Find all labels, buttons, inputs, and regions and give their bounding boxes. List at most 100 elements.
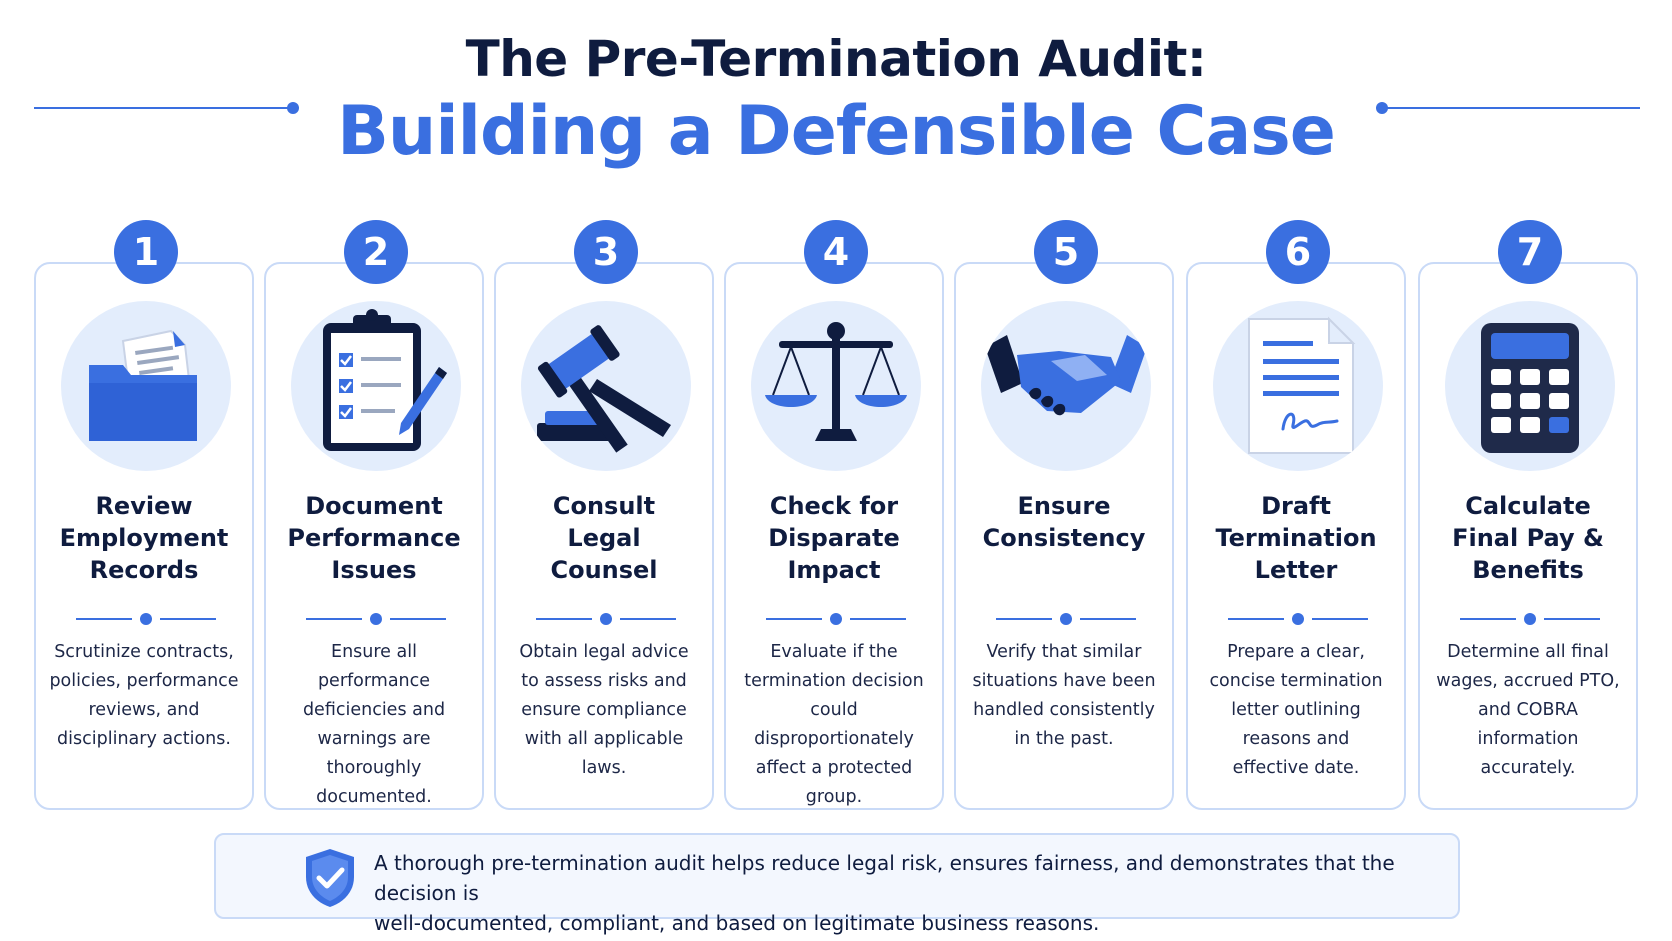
shield-check-icon	[306, 849, 354, 907]
step-title-line: Benefits	[1472, 556, 1584, 584]
step-divider	[1460, 613, 1600, 625]
step-title-line: Consult	[552, 492, 656, 520]
step-number-badge: 3	[574, 220, 638, 284]
step-description: Evaluate if the termination decision could…	[734, 638, 934, 812]
step-title-line: Counsel	[550, 556, 658, 584]
step-title-line: Calculate	[1465, 492, 1591, 520]
step-description-line: accurately.	[1480, 758, 1576, 778]
step-description-line: group.	[805, 787, 863, 807]
summary-text: A thorough pre-termination audit helps r…	[374, 848, 1434, 938]
step-description-line: warnings are	[317, 729, 431, 749]
step-description-line: laws.	[581, 758, 627, 778]
step-description-line: Determine all final	[1447, 642, 1609, 662]
summary-text-line: well-documented, compliant, and based on…	[374, 911, 1100, 935]
header-rule-right-dot	[1376, 102, 1388, 114]
step-number-badge: 7	[1498, 220, 1562, 284]
step-description-line: situations have been	[972, 671, 1156, 691]
step-description-line: in the past.	[1014, 729, 1114, 749]
scales-of-justice-icon	[751, 301, 921, 471]
page-title: The Pre-Termination Audit:	[465, 30, 1207, 88]
step-title-line: Employment	[59, 524, 229, 552]
step-description-line: affect a protected	[755, 758, 913, 778]
step-description-line: wages, accrued PTO,	[1436, 671, 1620, 691]
step-title-line: Draft	[1261, 492, 1331, 520]
step-description-line: letter outlining	[1231, 700, 1361, 720]
summary-text-line: A thorough pre-termination audit helps r…	[374, 851, 1395, 905]
calculator-icon	[1445, 301, 1615, 471]
step-number-badge: 2	[344, 220, 408, 284]
step-description: Prepare a clear, concise termination lette…	[1196, 638, 1396, 783]
step-description-line: documented.	[316, 787, 432, 807]
step-title-line: Ensure	[1017, 492, 1111, 520]
step-description-line: information	[1477, 729, 1579, 749]
step-description-line: to assess risks and	[521, 671, 687, 691]
step-title-line: Performance	[287, 524, 461, 552]
step-description-line: handled consistently	[973, 700, 1155, 720]
step-description-line: policies, performance	[49, 671, 239, 691]
step-divider	[536, 613, 676, 625]
step-description-line: Evaluate if the	[770, 642, 898, 662]
step-title-line: Document	[305, 492, 443, 520]
step-description-line: Obtain legal advice	[519, 642, 689, 662]
step-title-line: Letter	[1254, 556, 1338, 584]
gavel-icon	[521, 301, 691, 471]
step-description-line: reviews, and	[88, 700, 200, 720]
step-title-line: Legal	[567, 524, 641, 552]
step-divider	[1228, 613, 1368, 625]
signed-letter-icon	[1213, 301, 1383, 471]
step-title-line: Issues	[331, 556, 417, 584]
step-title-line: Impact	[787, 556, 881, 584]
handshake-icon	[981, 301, 1151, 471]
step-number-badge: 4	[804, 220, 868, 284]
step-number-badge: 6	[1266, 220, 1330, 284]
step-title-line: Review	[95, 492, 193, 520]
step-title-line: Records	[89, 556, 199, 584]
step-title-line: Consistency	[982, 524, 1146, 552]
page-subtitle: Building a Defensible Case	[337, 92, 1336, 171]
clipboard-checklist-icon	[291, 301, 461, 471]
step-title-line: Check for	[769, 492, 899, 520]
step-description: Obtain legal advice to assess risks and en…	[504, 638, 704, 783]
step-divider	[76, 613, 216, 625]
header-rule-left-dot	[287, 102, 299, 114]
step-divider	[766, 613, 906, 625]
step-description-line: could disproportionately	[754, 700, 914, 749]
step-description-line: termination decision	[744, 671, 924, 691]
step-divider	[996, 613, 1136, 625]
step-description-line: Scrutinize contracts,	[54, 642, 234, 662]
step-divider	[306, 613, 446, 625]
step-description-line: Ensure all performance	[317, 642, 431, 691]
step-description-line: thoroughly	[326, 758, 422, 778]
step-description: Scrutinize contracts, policies, performan…	[44, 638, 244, 754]
step-description-line: with all applicable	[524, 729, 684, 749]
step-description-line: concise termination	[1209, 671, 1383, 691]
step-description-line: Prepare a clear,	[1227, 642, 1365, 662]
step-description-line: ensure compliance	[521, 700, 687, 720]
step-title-line: Final Pay &	[1452, 524, 1604, 552]
step-title-line: Termination	[1215, 524, 1377, 552]
step-number-badge: 5	[1034, 220, 1098, 284]
header: The Pre-Termination Audit: Building a De…	[0, 0, 1672, 190]
step-title-line: Disparate	[768, 524, 900, 552]
folder-documents-icon	[61, 301, 231, 471]
header-rule-left	[34, 107, 290, 109]
step-description-line: reasons and	[1242, 729, 1350, 749]
